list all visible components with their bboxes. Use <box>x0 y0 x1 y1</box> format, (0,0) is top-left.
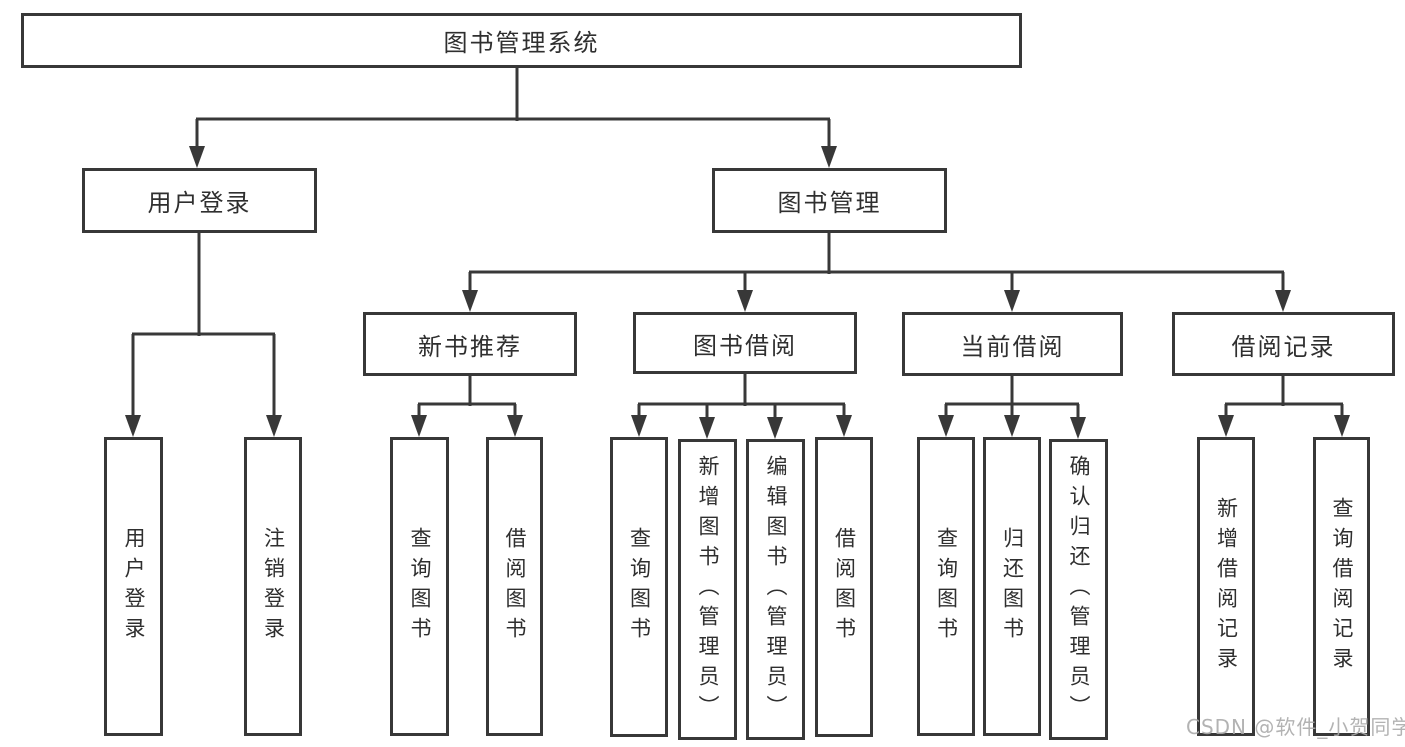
node-borrowing-records: 借阅记录 <box>1172 312 1395 376</box>
arrowhead-down-icon <box>938 415 954 437</box>
arrowhead-down-icon <box>266 415 282 437</box>
arrowhead-down-icon <box>1070 417 1086 439</box>
node-leaf-add-borrow-record: 新增借阅记录 <box>1197 437 1255 736</box>
node-leaf-add-books-admin: 新增图书（管理员） <box>678 439 737 740</box>
node-leaf-query-books-1: 查询图书 <box>390 437 449 736</box>
arrowhead-down-icon <box>737 290 753 312</box>
arrowhead-down-icon <box>1004 290 1020 312</box>
arrowhead-down-icon <box>836 415 852 437</box>
arrowhead-down-icon <box>631 415 647 437</box>
arrowhead-down-icon <box>1334 415 1350 437</box>
arrowhead-down-icon <box>189 146 205 168</box>
node-leaf-borrow-books-2: 借阅图书 <box>815 437 873 737</box>
node-leaf-confirm-return-admin: 确认归还（管理员） <box>1049 439 1108 740</box>
node-user-login: 用户登录 <box>82 168 317 233</box>
node-leaf-edit-books-admin: 编辑图书（管理员） <box>746 439 805 740</box>
arrowhead-down-icon <box>1004 415 1020 437</box>
node-book-management: 图书管理 <box>712 168 947 233</box>
node-book-borrowing: 图书借阅 <box>633 312 857 374</box>
node-new-book-recommend: 新书推荐 <box>363 312 577 376</box>
node-leaf-return-books: 归还图书 <box>983 437 1041 736</box>
node-leaf-query-books-2: 查询图书 <box>610 437 668 737</box>
watermark-text: CSDN @软件_小贺同学 <box>1186 715 1405 739</box>
arrowhead-down-icon <box>462 290 478 312</box>
arrowhead-down-icon <box>767 417 783 439</box>
node-root: 图书管理系统 <box>21 13 1022 68</box>
arrowhead-down-icon <box>1218 415 1234 437</box>
arrowhead-down-icon <box>821 146 837 168</box>
arrowhead-down-icon <box>699 417 715 439</box>
arrowhead-down-icon <box>125 415 141 437</box>
arrowhead-down-icon <box>411 415 427 437</box>
node-leaf-logout: 注销登录 <box>244 437 302 736</box>
node-current-borrowing: 当前借阅 <box>902 312 1123 376</box>
node-leaf-borrow-books-1: 借阅图书 <box>486 437 543 736</box>
node-leaf-query-borrow-record: 查询借阅记录 <box>1313 437 1370 736</box>
node-leaf-query-books-3: 查询图书 <box>917 437 975 736</box>
arrowhead-down-icon <box>1275 290 1291 312</box>
node-leaf-user-login: 用户登录 <box>104 437 163 736</box>
arrowhead-down-icon <box>507 415 523 437</box>
